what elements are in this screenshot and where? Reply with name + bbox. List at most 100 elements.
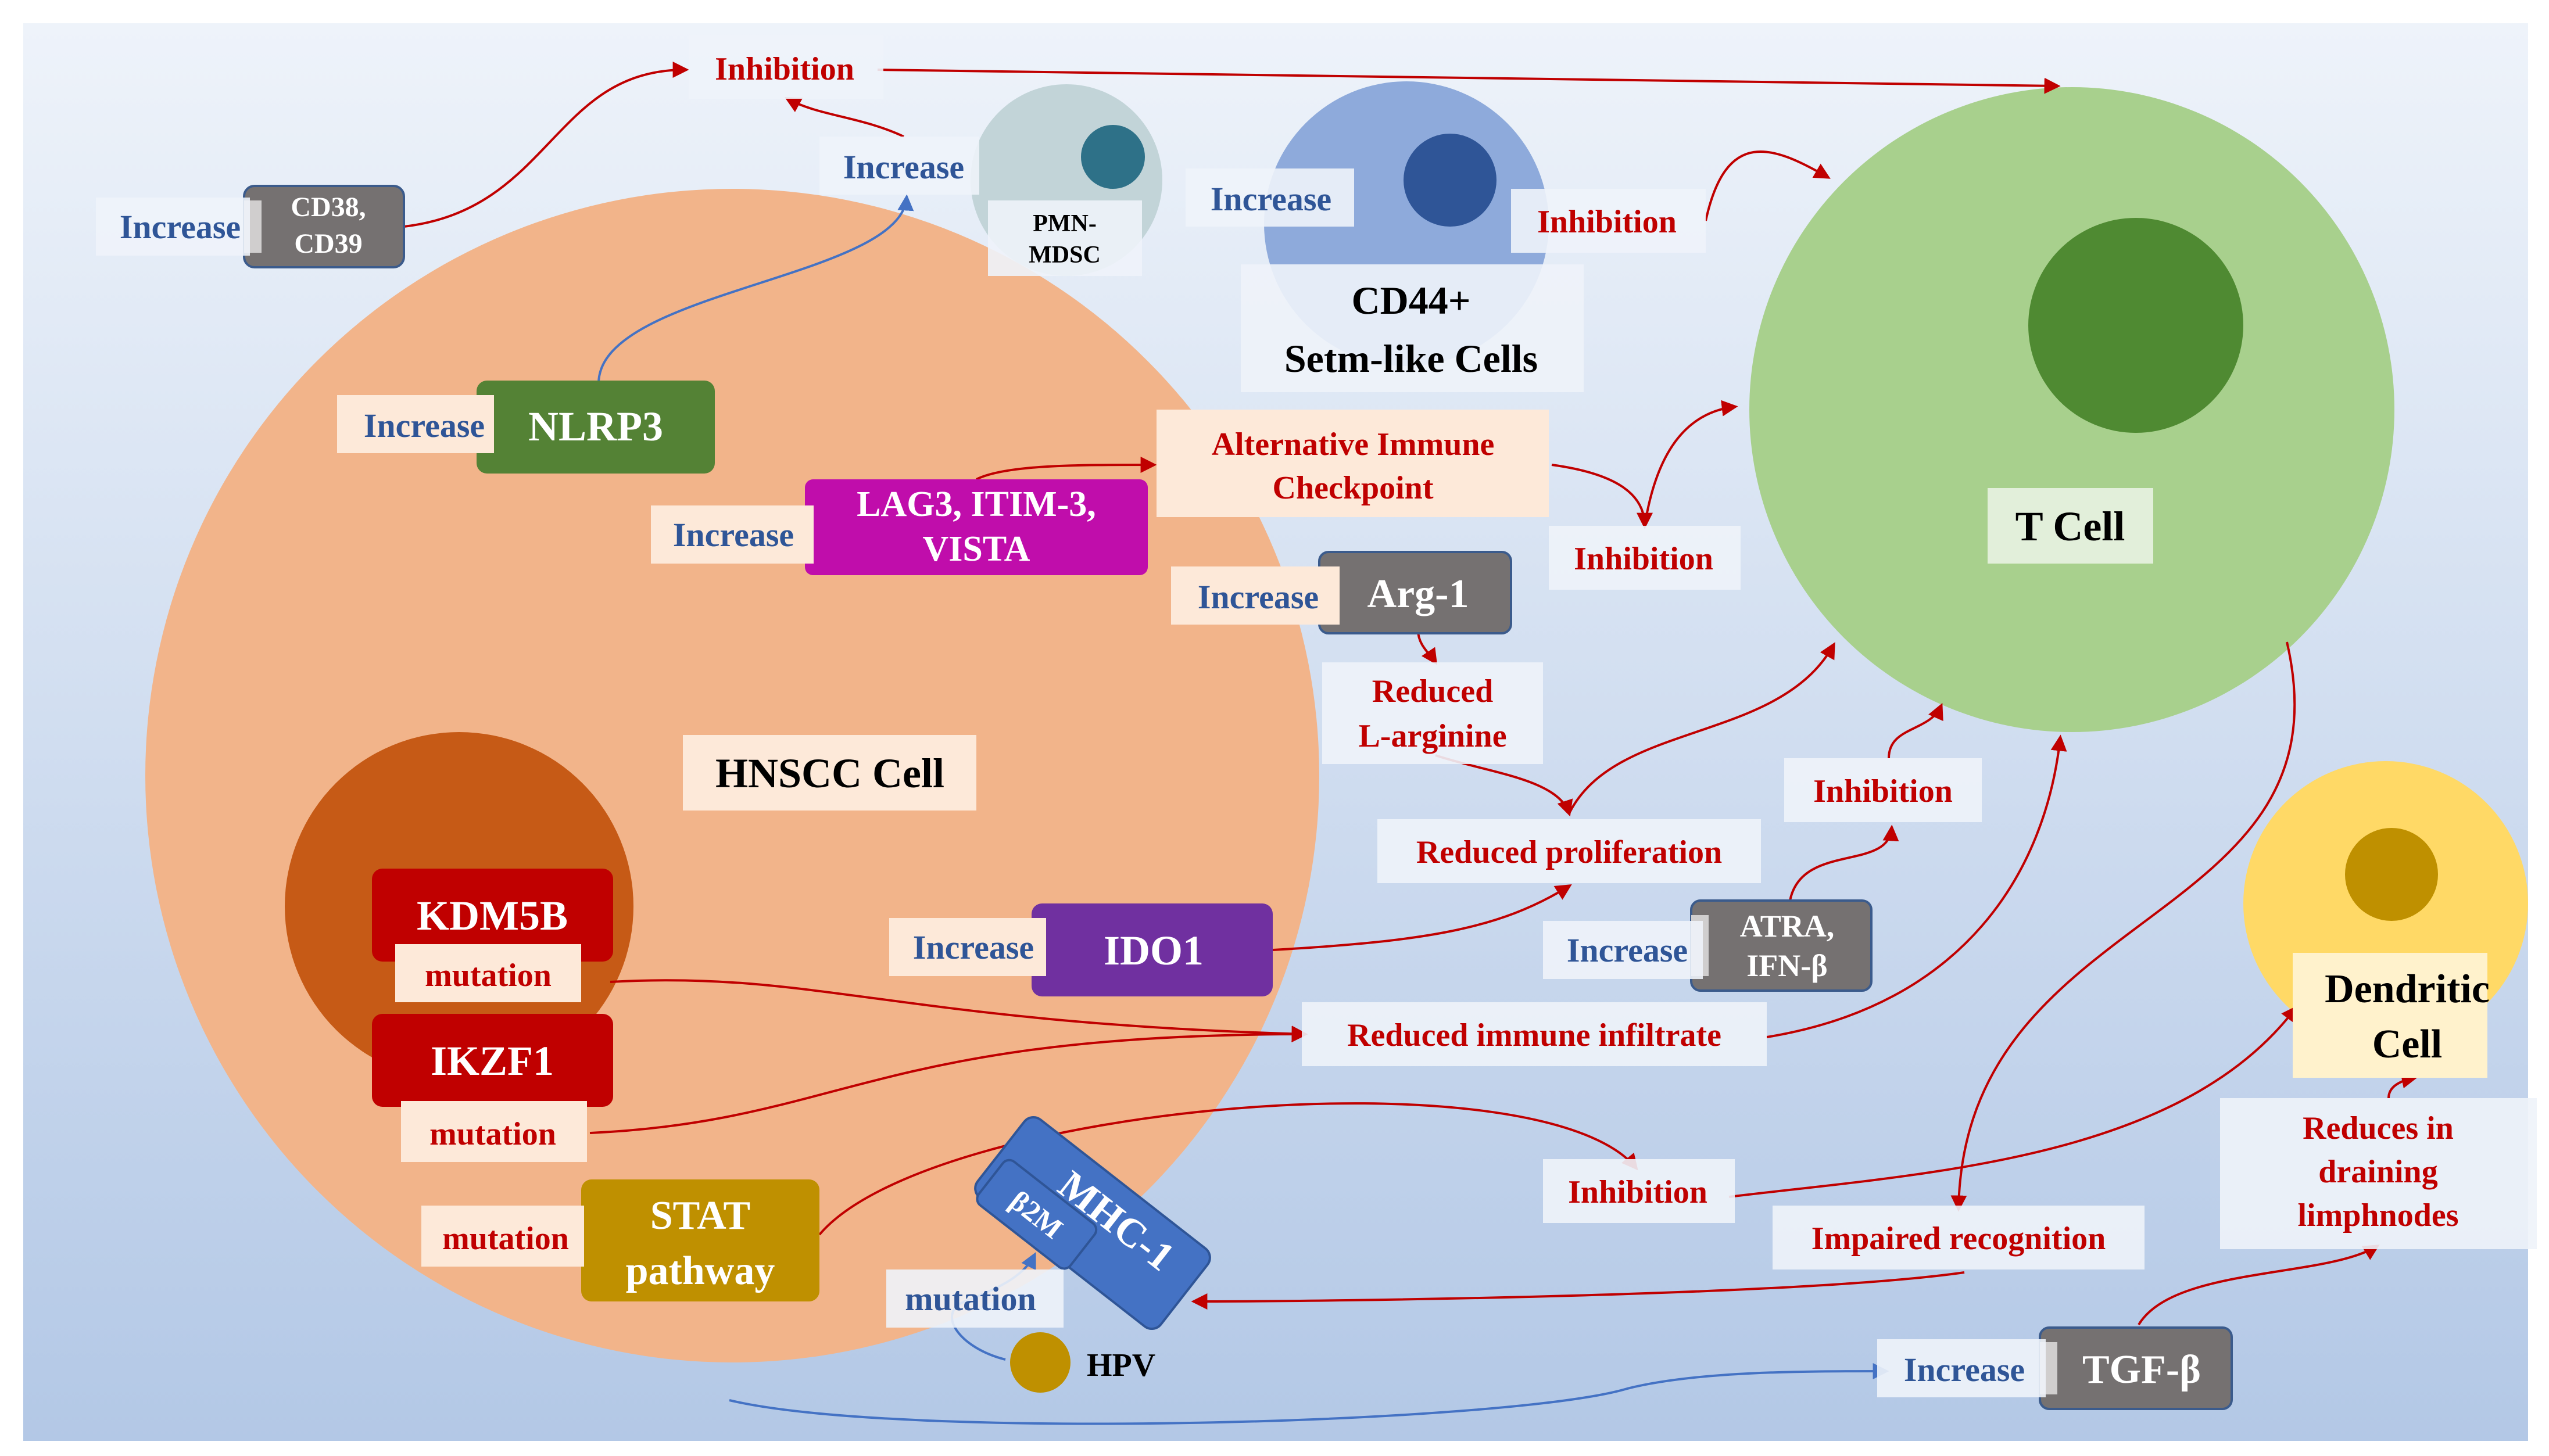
increase-cd44-box	[1186, 168, 1354, 227]
increase-nlrp3-box	[337, 395, 494, 453]
increase-pmn-label: Increase	[843, 148, 964, 186]
arrow-inhibition-to-t-cell-2	[1644, 400, 1738, 526]
ido1-label: IDO1	[1104, 927, 1204, 974]
dendritic-label-line2: Cell	[2372, 1022, 2443, 1067]
arrow-inhibition-to-t-cell-3	[1888, 702, 1943, 759]
arrow-recognition-to-mhc1	[1191, 1271, 1965, 1310]
atra-label-line2: IFN-β	[1746, 948, 1827, 983]
hpv-label: HPV	[1087, 1347, 1155, 1383]
stat-label-line2: pathway	[626, 1249, 775, 1293]
reduces-box	[2220, 1098, 2537, 1249]
arrow-pmn-to-inhibition	[785, 97, 904, 138]
arrow-inhibition-to-dendritic	[1728, 1005, 2298, 1198]
arrow-ikzf1-to-infiltrate	[589, 1026, 1308, 1134]
inhibition-stat-box	[1543, 1159, 1735, 1223]
cd38-label-line2: CD39	[294, 228, 362, 259]
arrow-ido1-to-proliferation	[1272, 884, 1572, 951]
lag3-label-line1: LAG3, ITIM-3,	[857, 485, 1096, 524]
ikzf1-label: IKZF1	[431, 1038, 554, 1084]
inhibition-checkpoint-box	[1549, 526, 1741, 590]
alt-checkpoint-box	[1157, 410, 1549, 517]
dendritic-label-box	[2293, 953, 2487, 1078]
ido1-box	[1032, 903, 1273, 996]
increase-tgfb-label: Increase	[1904, 1351, 2025, 1389]
increase-lag3-box	[651, 505, 814, 564]
kdm5b-box	[372, 869, 613, 962]
reduces-line2: draining	[2318, 1154, 2437, 1190]
nlrp3-box	[477, 381, 715, 474]
increase-tgfb-box	[1877, 1339, 2046, 1397]
increase-cd44-label: Increase	[1211, 180, 1331, 218]
cd44-label-box	[1241, 264, 1584, 392]
mutation-stat-label: mutation	[442, 1221, 569, 1257]
increase-arg1-box	[1171, 566, 1340, 625]
t-cell-label: T Cell	[2015, 503, 2125, 550]
cd44-nucleus	[1404, 134, 1497, 227]
increase-pmn-box	[819, 137, 979, 195]
increase-arg1-label: Increase	[1198, 578, 1319, 616]
increase-lag3-label: Increase	[673, 516, 794, 554]
t-cell-label-box	[1988, 488, 2153, 564]
reduced-proliferation-label: Reduced proliferation	[1416, 834, 1722, 870]
inhibition-atra-box	[1784, 758, 1982, 822]
increase-ido1-label: Increase	[913, 928, 1034, 966]
reduced-arginine-box	[1322, 662, 1543, 764]
reduces-line1: Reduces in	[2303, 1110, 2454, 1146]
arrow-tgfb-to-reduces	[2138, 1245, 2380, 1326]
hpv-particle	[1010, 1332, 1071, 1393]
inhibition-stat-label: Inhibition	[1568, 1174, 1707, 1210]
stat-label-line1: STAT	[650, 1193, 750, 1238]
kdm5b-label: KDM5B	[417, 892, 568, 939]
reduced-arginine-line1: Reduced	[1372, 673, 1493, 709]
increase-ido1-box	[889, 918, 1046, 976]
impaired-recognition-box	[1773, 1206, 2145, 1269]
hnscc-label-box	[683, 735, 976, 811]
reduced-proliferation-box	[1377, 819, 1761, 883]
arrow-proliferation-to-t-cell	[1568, 642, 1835, 814]
mhc1-complex: MHC-1 β2M	[974, 1116, 1211, 1331]
arg1-label: Arg-1	[1367, 572, 1469, 616]
reduced-infiltrate-box	[1302, 1002, 1767, 1066]
cd44-label-line2: Setm-like Cells	[1284, 336, 1538, 381]
lag3-label-line2: VISTA	[923, 529, 1030, 569]
atra-label-line1: ATRA,	[1740, 909, 1835, 944]
arrow-checkpoint-to-inhibition	[1551, 464, 1653, 529]
arrow-kdm5b-to-infiltrate	[610, 979, 1308, 1042]
increase-atra-box	[1543, 921, 1703, 979]
arrow-lag3-to-checkpoint	[976, 457, 1157, 480]
hnscc-cell-label: HNSCC Cell	[715, 750, 944, 797]
arrow-t-cell-to-impaired-recognition	[1950, 641, 2296, 1212]
pmn-label-line1: PMN-	[1033, 210, 1097, 237]
alt-checkpoint-line2: Checkpoint	[1273, 470, 1434, 506]
arrow-cd44-inhibition-to-t-cell	[1705, 150, 1831, 221]
inhibition-checkpoint-label: Inhibition	[1574, 541, 1713, 577]
inhibition-atra-label: Inhibition	[1813, 773, 1953, 809]
inhibition-cd44-box	[1511, 189, 1706, 253]
increase-cd38-box	[96, 198, 250, 256]
pmn-mdsc-nucleus	[1081, 125, 1145, 189]
alt-checkpoint-line1: Alternative Immune	[1212, 426, 1495, 462]
mutation-hpv-box	[886, 1269, 1064, 1328]
ikzf1-box	[372, 1014, 613, 1107]
inhibition-top-box	[689, 35, 883, 99]
impaired-recognition-label: Impaired recognition	[1811, 1221, 2106, 1257]
cd44-label-line1: CD44+	[1352, 278, 1471, 322]
dendritic-label-line1: Dendritic	[2325, 967, 2490, 1012]
mutation-kdm5b-box	[395, 944, 581, 1002]
pmn-label-box	[988, 200, 1142, 276]
arrow-atra-to-inhibition	[1789, 824, 1899, 901]
increase-cd38-label: Increase	[120, 208, 241, 246]
tgfb-label: TGF-β	[2082, 1347, 2201, 1392]
mutation-ikzf1-box	[401, 1101, 587, 1162]
mutation-hpv-label: mutation	[905, 1280, 1036, 1318]
mutation-stat-box	[421, 1206, 584, 1267]
increase-atra-label: Increase	[1567, 931, 1688, 969]
pmn-label-line2: MDSC	[1029, 242, 1101, 268]
arrow-infiltrate-to-t-cell	[1766, 734, 2067, 1038]
b2m-box	[976, 1159, 1098, 1270]
mutation-kdm5b-label: mutation	[425, 957, 552, 994]
arrow-stat-to-inhibition	[818, 1102, 1638, 1236]
inhibition-cd44-label: Inhibition	[1537, 204, 1677, 240]
